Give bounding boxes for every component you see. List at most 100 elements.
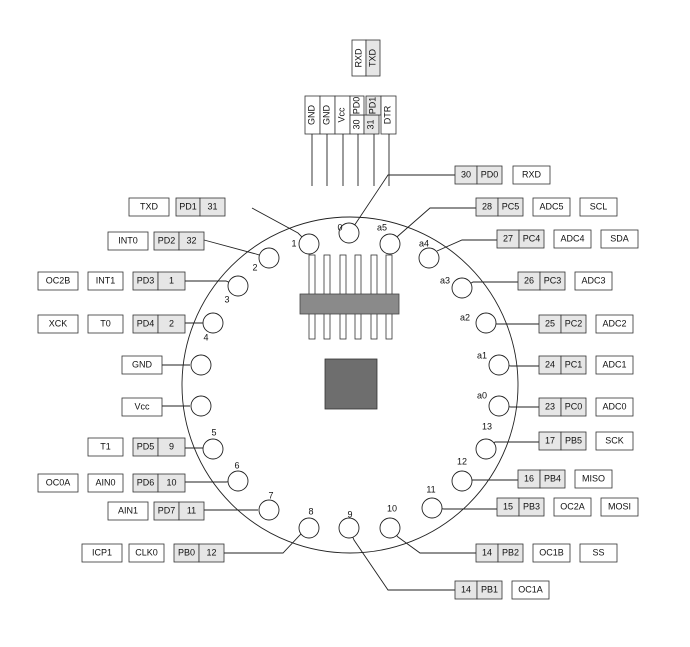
signal-box-text: GND <box>132 359 153 369</box>
signal-box-pd7: PD7 <box>153 501 180 521</box>
signal-box-icp1: ICP1 <box>81 543 123 563</box>
pin-label: a0 <box>477 390 487 400</box>
signal-box-oc1a: OC1A <box>511 580 550 600</box>
signal-box-text: 14 <box>482 547 492 557</box>
pin-wire <box>493 441 539 444</box>
pin-label: 2 <box>252 262 257 272</box>
top-header-text: 30 <box>351 119 361 129</box>
signal-box-text: Vcc <box>134 401 150 411</box>
signal-box-text: PB1 <box>481 584 498 594</box>
signal-box-txd: TXD <box>128 197 170 217</box>
signal-box-text: ADC0 <box>602 401 626 411</box>
signal-box-rxd: RXD <box>512 165 551 185</box>
signal-box-adc3: ADC3 <box>574 271 613 291</box>
signal-box-oc1b: OC1B <box>532 543 571 563</box>
signal-box-text: 11 <box>187 505 196 515</box>
signal-box-25: 25 <box>538 314 562 334</box>
pin-label: 8 <box>308 506 313 516</box>
signal-box-text: CLK0 <box>135 547 158 557</box>
top-header-text: DTR <box>382 105 392 124</box>
signal-box-text: PC5 <box>502 201 520 211</box>
signal-box-text: 12 <box>206 547 216 557</box>
signal-box-pd5: PD5 <box>132 437 159 457</box>
pin-pad <box>379 233 401 255</box>
signal-box-pd0: PD0 <box>476 165 503 185</box>
signal-box-text: PC2 <box>565 318 583 328</box>
signal-box-int1: INT1 <box>87 271 124 291</box>
top-header-text: Vcc <box>336 107 346 123</box>
top-header-text: PD1 <box>367 97 377 115</box>
signal-box-text: 27 <box>503 233 513 243</box>
signal-box-text: PB3 <box>523 501 540 511</box>
signal-box-text: 17 <box>545 435 555 445</box>
pin-label: 4 <box>203 332 208 342</box>
pin-label: 13 <box>482 421 492 431</box>
top-header-text: TXD <box>367 48 377 67</box>
signal-box-ss: SS <box>579 543 618 563</box>
signal-box-14: 14 <box>454 580 478 600</box>
signal-box-12: 12 <box>198 543 225 563</box>
top-header-cell-gnd: GND <box>319 95 336 135</box>
signal-box-text: ADC1 <box>602 359 626 369</box>
signal-box-text: 32 <box>186 235 196 245</box>
signal-box-text: ADC4 <box>560 233 584 243</box>
signal-box-adc4: ADC4 <box>553 229 592 249</box>
signal-box-text: SCL <box>590 201 608 211</box>
signal-box-pb2: PB2 <box>497 543 524 563</box>
signal-box-text: PC3 <box>544 275 562 285</box>
signal-box-1: 1 <box>157 271 186 291</box>
signal-box-text: SS <box>592 547 604 557</box>
signal-box-10: 10 <box>157 473 186 493</box>
pin-pad <box>227 470 249 492</box>
pin-pad <box>418 247 440 269</box>
signal-box-text: 14 <box>461 584 471 594</box>
top-header-text: GND <box>306 105 316 126</box>
pin-wire <box>185 280 229 283</box>
signal-box-text: 9 <box>169 441 174 451</box>
signal-box-text: PB5 <box>565 435 582 445</box>
pin-header-bar <box>299 293 400 315</box>
signal-box-17: 17 <box>538 431 562 451</box>
pin-label: a1 <box>477 350 487 360</box>
signal-box-pc5: PC5 <box>497 197 524 217</box>
pin-label: 0 <box>337 222 342 232</box>
pin-label: a2 <box>460 312 470 322</box>
signal-box-vcc: Vcc <box>121 397 163 417</box>
signal-box-text: 1 <box>169 275 174 285</box>
signal-box-text: 15 <box>503 501 513 511</box>
pin-pad <box>475 312 497 334</box>
signal-box-text: 24 <box>545 359 555 369</box>
signal-box-text: ADC5 <box>539 201 563 211</box>
pin-label: 7 <box>268 490 273 500</box>
signal-box-text: 10 <box>166 477 176 487</box>
signal-box-adc5: ADC5 <box>532 197 571 217</box>
top-header-cell-31: 31 <box>363 114 380 135</box>
signal-box-text: AIN1 <box>118 505 138 515</box>
signal-box-text: AIN0 <box>95 477 115 487</box>
signal-box-text: ADC3 <box>581 275 605 285</box>
signal-box-adc0: ADC0 <box>595 397 634 417</box>
signal-box-t1: T1 <box>87 437 124 457</box>
signal-box-9: 9 <box>157 437 186 457</box>
top-header-cell-30: 30 <box>349 114 365 135</box>
signal-box-pb1: PB1 <box>476 580 503 600</box>
pin-wire <box>352 537 455 591</box>
signal-box-sda: SDA <box>600 229 639 249</box>
signal-box-text: SDA <box>610 233 629 243</box>
signal-box-pd4: PD4 <box>132 314 159 334</box>
